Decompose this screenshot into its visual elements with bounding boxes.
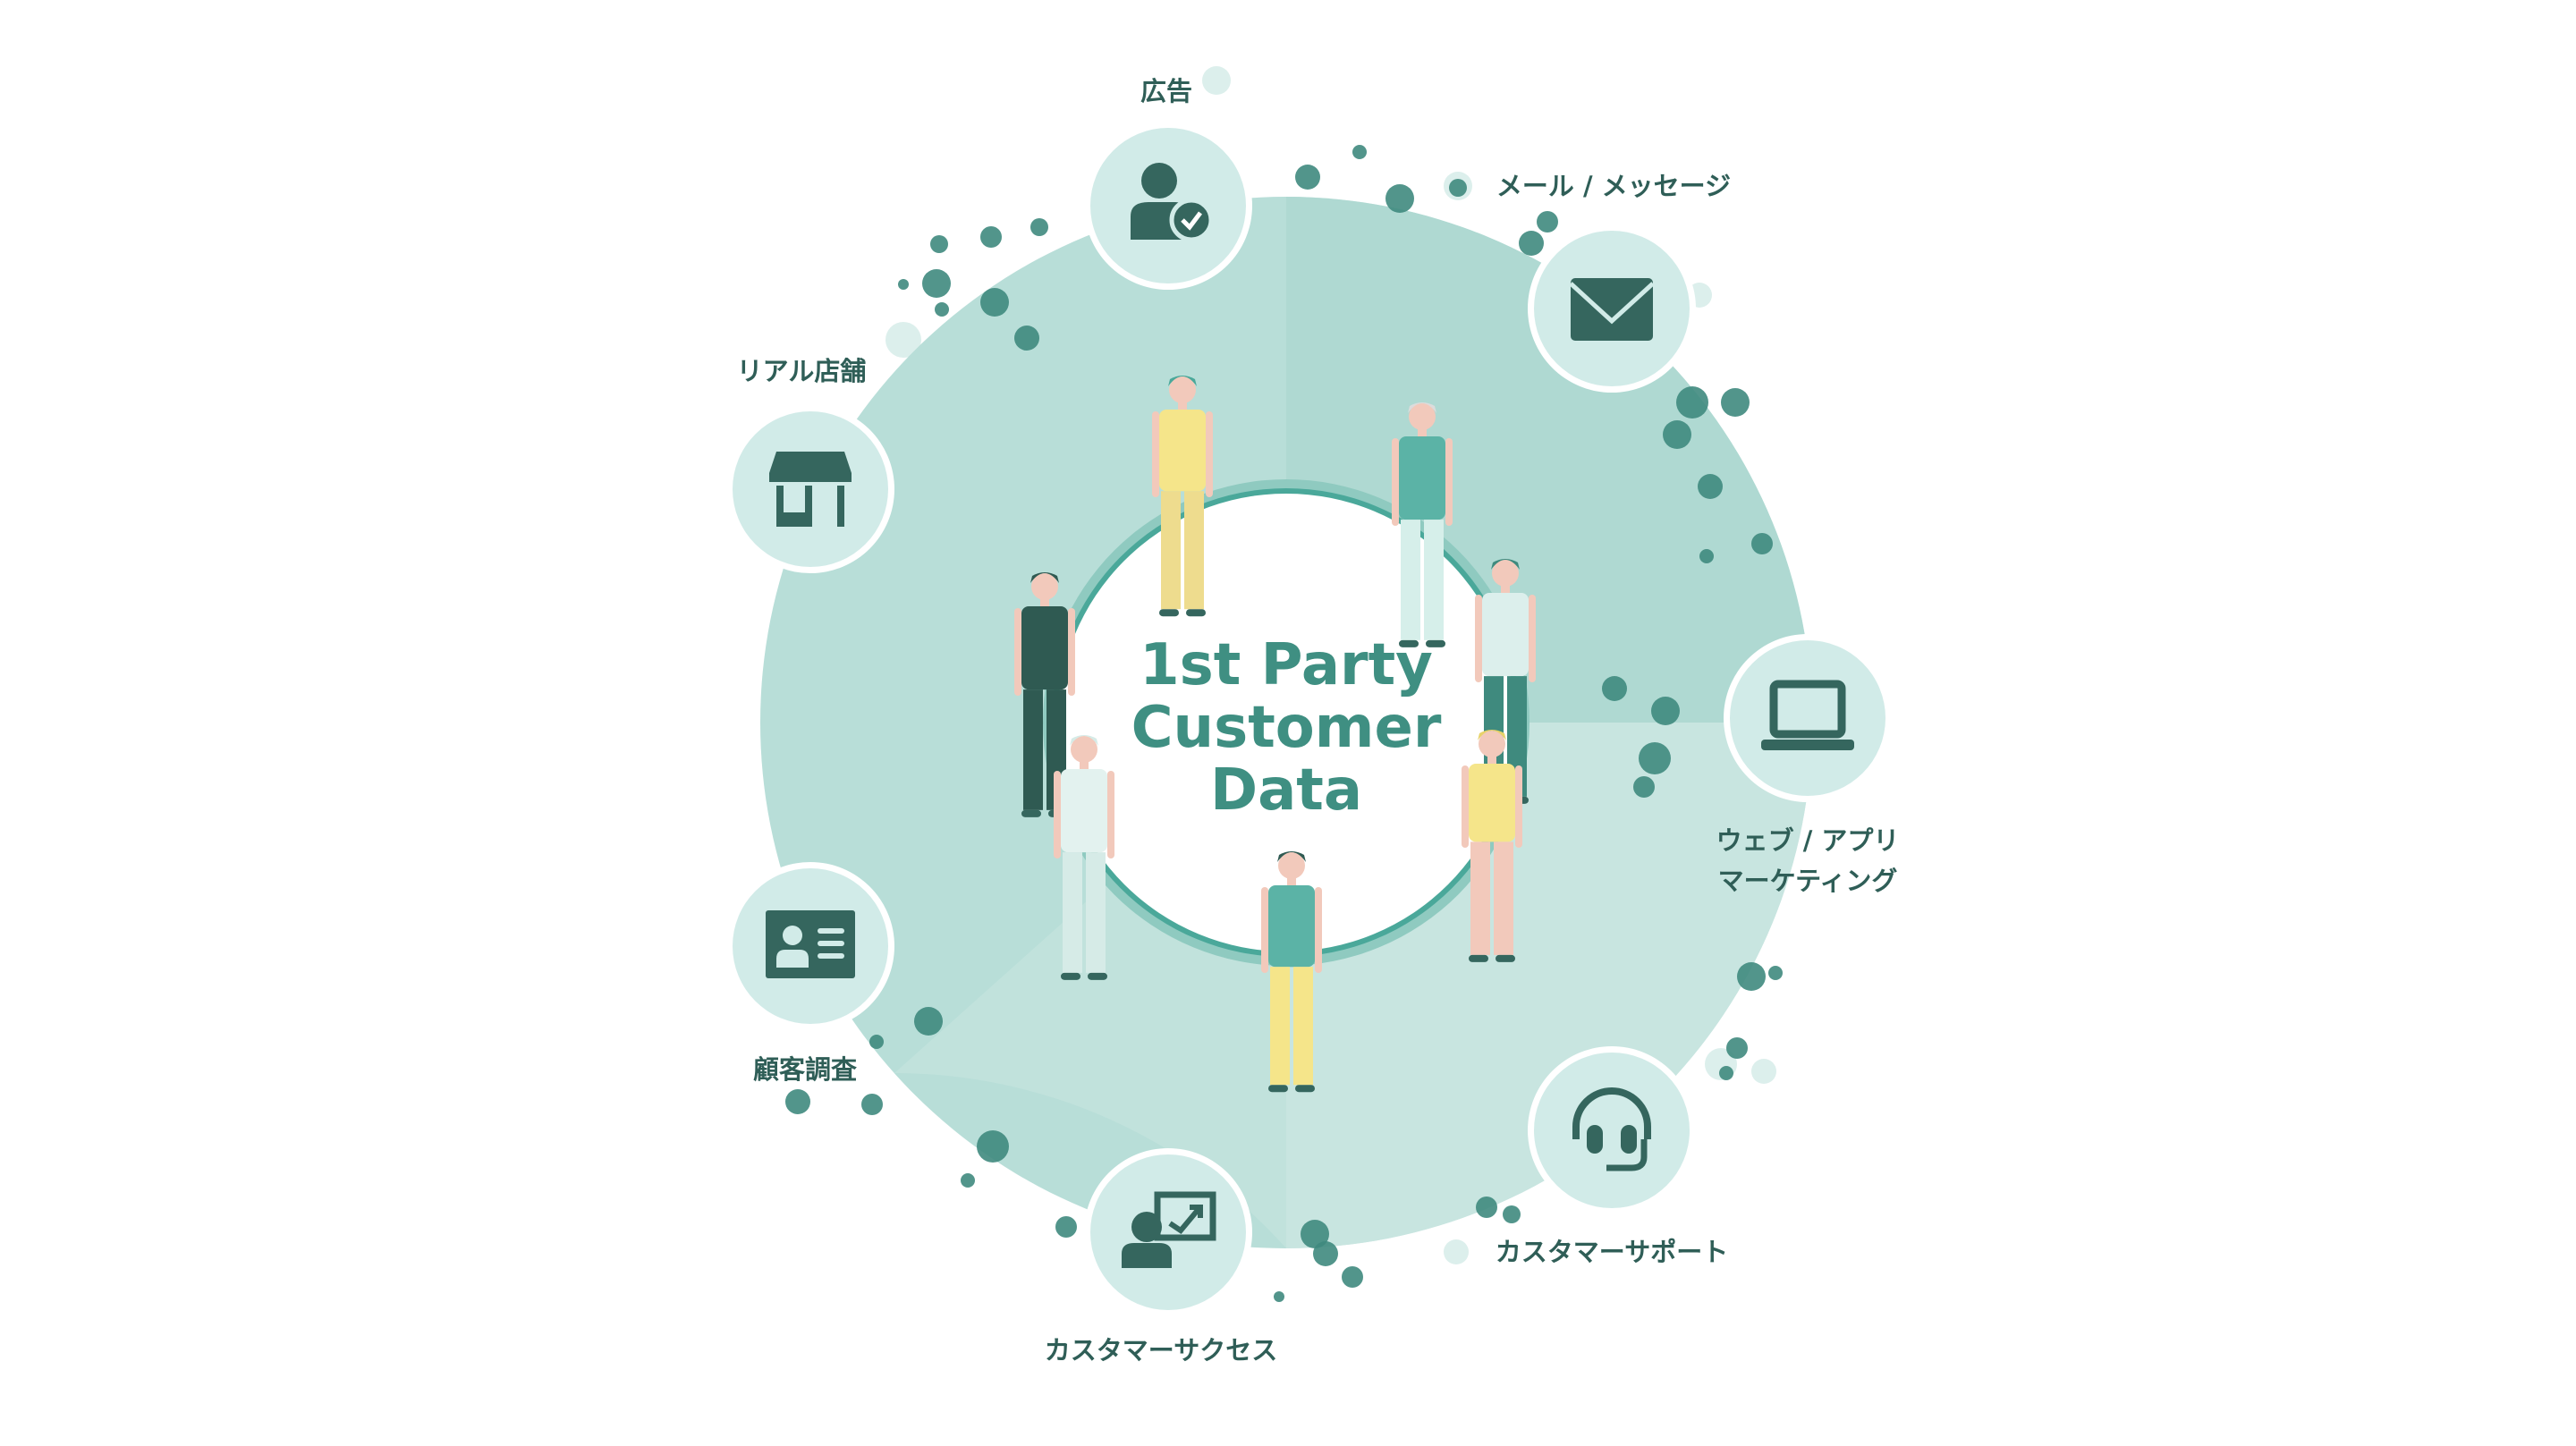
channel-store[interactable]: [726, 405, 894, 573]
decorative-dot: [898, 279, 909, 290]
decorative-dot: [961, 1173, 975, 1188]
person-figure: [1392, 402, 1453, 647]
decorative-dot: [1768, 966, 1783, 980]
decorative-dot: [1721, 388, 1750, 417]
decorative-dot: [1055, 1216, 1077, 1238]
channel-survey[interactable]: [726, 862, 894, 1030]
store-icon: [769, 452, 852, 527]
decorative-dot: [1602, 676, 1627, 701]
decorative-dot: [1726, 1037, 1748, 1059]
person-figure: [1054, 735, 1114, 980]
decorative-dot: [1519, 231, 1544, 256]
decorative-dot: [1444, 1239, 1469, 1264]
channel-ads-label: 広告: [1140, 76, 1192, 106]
decorative-dot: [1342, 1266, 1363, 1288]
decorative-dot: [1651, 697, 1680, 725]
channel-survey-label: 顧客調査: [753, 1054, 857, 1085]
decorative-dot: [930, 235, 948, 253]
people-figures: [1014, 376, 1536, 1093]
decorative-dot: [1202, 66, 1231, 95]
decorative-dot: [1633, 776, 1655, 798]
id-card-icon: [766, 910, 855, 978]
decorative-dot: [980, 226, 1002, 248]
decorative-dot: [1313, 1241, 1338, 1266]
channel-success[interactable]: [1084, 1148, 1252, 1316]
decorative-dot: [1274, 1291, 1284, 1302]
laptop-icon: [1761, 680, 1854, 750]
decorative-dot: [922, 269, 951, 298]
decorative-dot: [1301, 1220, 1329, 1248]
person-figure: [1014, 572, 1075, 817]
channel-web-app[interactable]: [1724, 634, 1892, 802]
decorative-dot: [886, 322, 921, 358]
decorative-dot: [1751, 1059, 1776, 1084]
decorative-dot: [1449, 179, 1467, 197]
channel-success-label: カスタマーサクセス: [1045, 1335, 1277, 1366]
decorative-dot: [977, 1130, 1009, 1163]
decorative-dot: [1751, 533, 1773, 554]
channel-support-label: カスタマーサポート: [1496, 1237, 1728, 1267]
decorative-dots-front: [785, 145, 1783, 1302]
decorative-dot: [1295, 165, 1320, 190]
channel-ads[interactable]: [1084, 122, 1252, 290]
channel-store-label: リアル店舗: [737, 356, 867, 386]
decorative-dot: [869, 1035, 884, 1049]
center-title-line3: Data: [1210, 757, 1362, 824]
presentation-growth-icon: [1122, 1191, 1216, 1268]
decorative-dot: [785, 1089, 810, 1114]
decorative-dot: [1699, 549, 1714, 563]
decorative-dot: [1385, 184, 1414, 213]
decorative-dot: [1737, 962, 1766, 991]
person-figure: [1462, 730, 1522, 962]
decorative-dot: [1476, 1197, 1497, 1218]
decorative-dot: [1698, 474, 1723, 499]
decorative-dot: [1352, 145, 1367, 159]
decorative-dot: [1663, 420, 1691, 449]
decorative-dot: [1503, 1205, 1521, 1223]
user-check-icon: [1131, 163, 1214, 242]
channel-support[interactable]: [1528, 1046, 1696, 1214]
decorative-dot: [1676, 386, 1708, 419]
channel-web-app-label-line1: ウェブ / アプリ: [1716, 825, 1900, 856]
channel-email-label: メール / メッセージ: [1496, 171, 1731, 201]
envelope-icon: [1569, 278, 1655, 341]
decorative-dot: [980, 288, 1009, 317]
decorative-dot: [1014, 326, 1039, 351]
center-title-line1: 1st Party: [1140, 632, 1433, 698]
channel-email[interactable]: [1528, 224, 1696, 393]
decorative-dot: [1719, 1066, 1733, 1080]
person-figure: [1152, 376, 1213, 617]
decorative-dot: [914, 1007, 943, 1036]
decorative-dot: [1537, 211, 1558, 233]
person-figure: [1261, 851, 1322, 1093]
decorative-dot: [861, 1094, 883, 1115]
decorative-dot: [1030, 218, 1048, 236]
channel-web-app-label-line2: マーケティング: [1718, 866, 1898, 896]
center-title-line2: Customer: [1131, 695, 1442, 761]
headset-icon: [1572, 1087, 1651, 1171]
decorative-dot: [935, 302, 949, 317]
decorative-dot: [1639, 742, 1671, 774]
